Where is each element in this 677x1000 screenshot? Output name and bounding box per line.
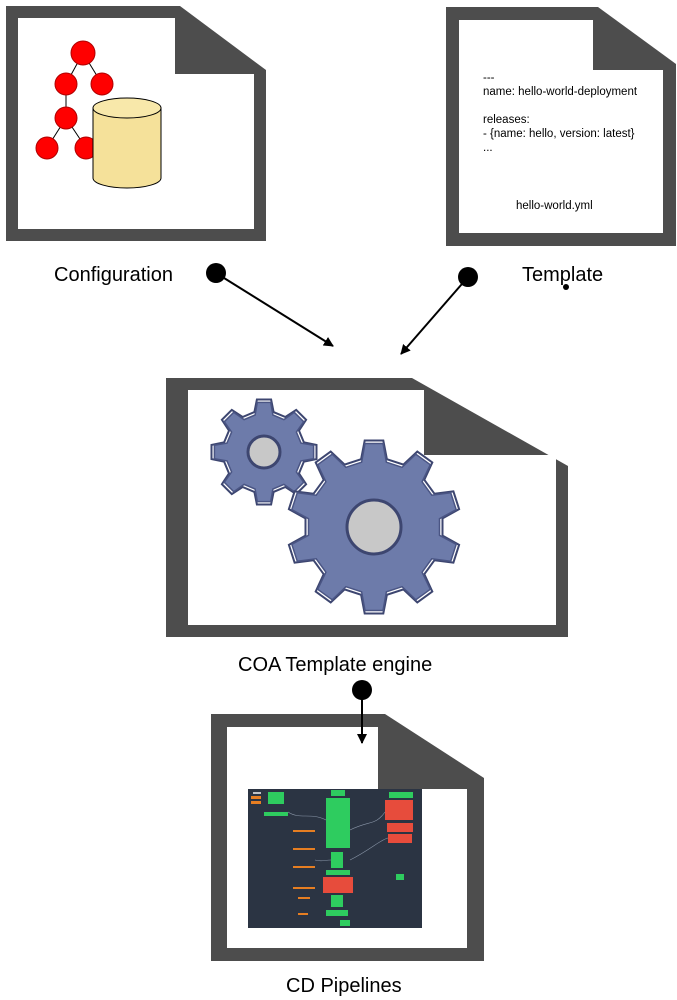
stray-dot	[563, 284, 569, 290]
gear-hub	[246, 434, 282, 470]
pipelines-label: CD Pipelines	[286, 975, 402, 997]
template-label: Template	[522, 264, 604, 286]
template-content-line: releases:	[483, 114, 530, 126]
gear-hub	[345, 498, 403, 556]
template-content-line: - {name: hello, version: latest}	[483, 128, 635, 140]
template-content-line: ...	[483, 142, 493, 154]
template-content-line	[483, 99, 637, 113]
large-gear-icon	[287, 439, 461, 615]
edge-template-to-engine	[400, 267, 478, 355]
engine-label: COA Template engine	[238, 654, 433, 676]
edge-configuration-to-engine	[206, 263, 334, 347]
edge-engine-to-pipelines	[352, 680, 372, 744]
template-content: --- name: hello-world-deployment releases…	[483, 71, 637, 155]
template-content-line: name: hello-world-deployment	[483, 86, 638, 98]
pipeline-screenshot	[248, 789, 422, 928]
template-document	[446, 7, 676, 246]
template-filename: hello-world.yml	[516, 200, 593, 212]
template-content-line: ---	[483, 72, 495, 84]
small-gear-icon	[210, 398, 318, 506]
configuration-label: Configuration	[54, 264, 173, 286]
tree-database-icon	[35, 40, 162, 189]
